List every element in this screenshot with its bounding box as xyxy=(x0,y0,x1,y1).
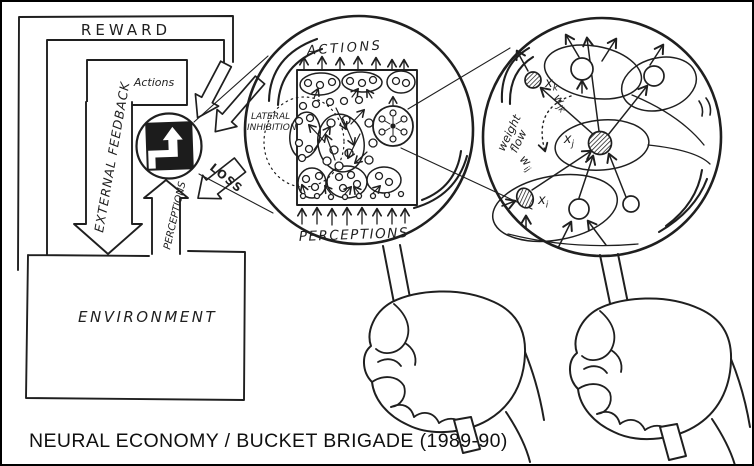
projection-line-upper-right xyxy=(407,47,511,110)
external-feedback-arrow xyxy=(73,101,143,255)
reward-label: REWARD xyxy=(81,21,171,39)
loss-arrow xyxy=(197,157,247,200)
figure-caption: NEURAL ECONOMY / BUCKET BRIGADE (1989-90… xyxy=(29,430,508,452)
loop-diagram xyxy=(17,15,274,401)
reward-arrow-1 xyxy=(194,60,233,119)
perceptions-arrow xyxy=(143,179,189,255)
magnifier-network xyxy=(243,14,533,324)
unit-i-label: xi xyxy=(537,193,549,211)
environment-label: ENVIRONMENT xyxy=(78,308,217,326)
actions-label-lens: ACTIONS xyxy=(306,38,383,58)
lateral-inhibition-label-2: INHIBITION xyxy=(247,123,297,133)
arrow-wij xyxy=(531,149,593,191)
magnifier-weights xyxy=(481,16,723,334)
network-lens-rim xyxy=(243,14,475,246)
environment-box xyxy=(25,250,246,401)
network-sheet xyxy=(296,69,418,206)
unit-j-label: xj xyxy=(563,132,575,150)
weight-flow-arc xyxy=(537,95,572,153)
lateral-inhibition-region xyxy=(263,96,345,188)
unit-k-label: xk xyxy=(544,76,559,94)
agent-icon xyxy=(135,112,203,180)
weight-lens-rim xyxy=(481,16,723,258)
loop-inner-frame xyxy=(46,39,225,256)
arrow-wjk xyxy=(539,86,595,136)
agent-icon-arrow xyxy=(148,126,183,169)
unit-i-node xyxy=(515,187,535,209)
agent-box xyxy=(86,59,188,106)
hand-fist-right xyxy=(568,297,751,464)
highlighted-neuron-cluster xyxy=(372,95,414,147)
unit-k-node xyxy=(524,71,542,89)
weight-flow-label: weightflow xyxy=(494,112,535,159)
weight-ij-label: wij xyxy=(514,152,537,175)
unit-j-node xyxy=(587,130,613,156)
loop-outer-frame xyxy=(17,15,234,271)
projection-line-upper-left xyxy=(193,55,269,123)
agent-icon-ring xyxy=(135,112,203,180)
perceptions-label-lens: PERCEPTIONS xyxy=(299,225,410,245)
lateral-inhibition-label-1: LATERAL xyxy=(251,112,290,122)
projection-line-lower-left xyxy=(198,173,274,214)
actions-label-left: Actions xyxy=(133,76,175,89)
